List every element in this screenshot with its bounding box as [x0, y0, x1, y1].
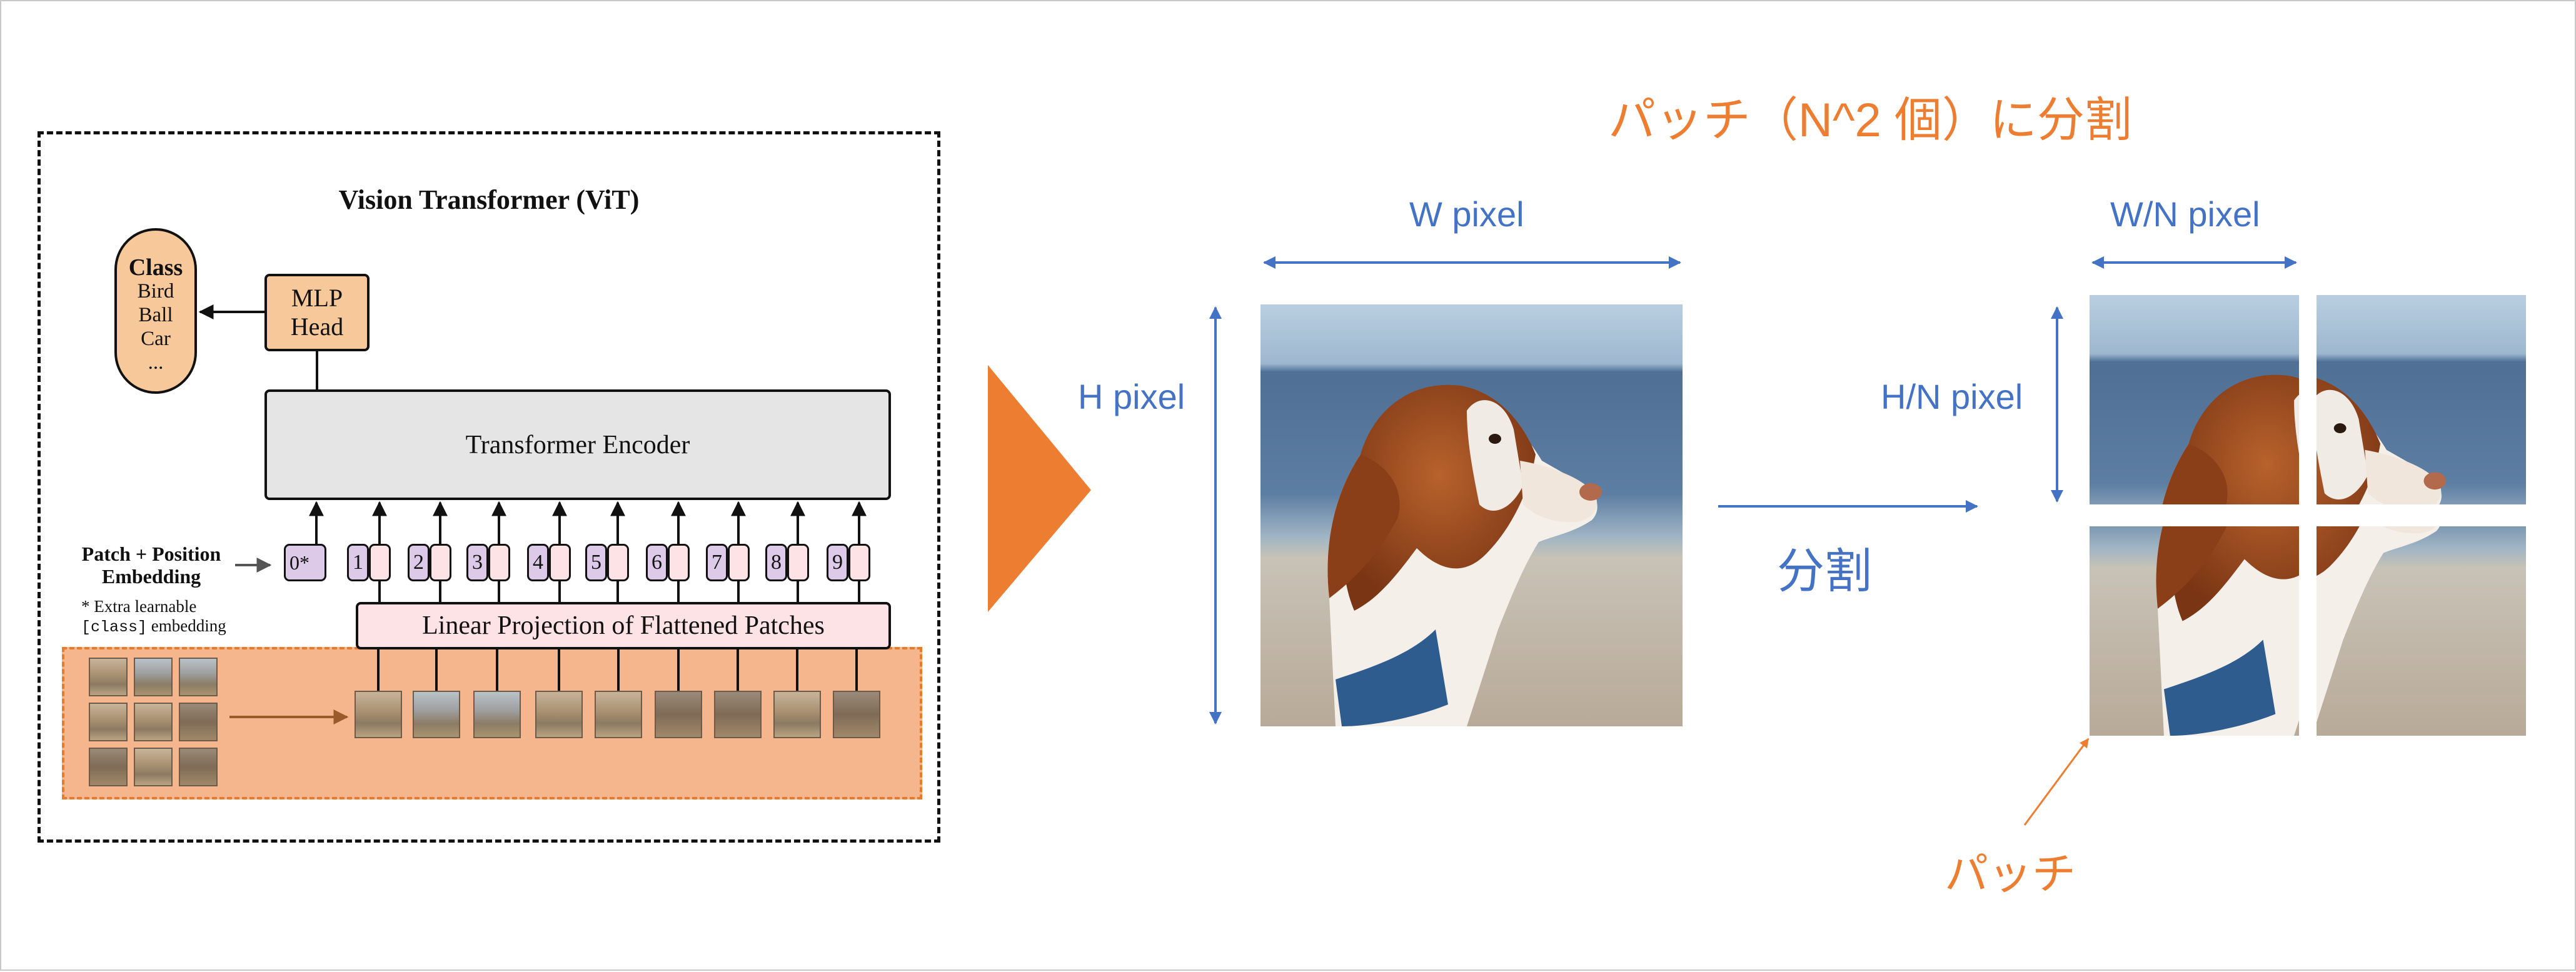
flattened-patch-9 [833, 691, 880, 738]
flattened-patch-1 [355, 691, 402, 738]
width-label: W pixel [1409, 194, 1524, 234]
linear-projection-label: Linear Projection of Flattened Patches [422, 611, 825, 640]
extra-note-line2: [class] embedding [81, 616, 226, 637]
token-index-0: 0* [284, 544, 326, 581]
patch-top-left-image [2090, 295, 2299, 504]
token-embedding-1 [369, 544, 391, 581]
token-embedding-7 [728, 544, 750, 581]
class-item-ball: Ball [138, 304, 173, 326]
token-index-6: 6 [646, 544, 668, 581]
grid-patch [89, 748, 128, 786]
vit-connectors [198, 304, 867, 724]
flattened-patch-6 [655, 691, 702, 738]
patch-width-label: W/N pixel [2110, 194, 2260, 234]
grid-patch [179, 748, 218, 786]
patch-top-left [2090, 295, 2299, 504]
flattened-patch-2 [413, 691, 460, 738]
token-index-2: 2 [408, 544, 430, 581]
patch-bottom-right [2317, 526, 2526, 736]
grid-patch [134, 658, 173, 696]
patch-bottom-left [2090, 526, 2299, 736]
patch-bottom-right-image [2317, 526, 2526, 736]
mlp-head-box: MLP Head [264, 274, 370, 351]
token-embedding-2 [430, 544, 451, 581]
token-embedding-9 [848, 544, 870, 581]
token-embedding-8 [787, 544, 809, 581]
token-index-7: 7 [706, 544, 728, 581]
extra-note-suffix: embedding [147, 616, 226, 635]
dog-photo-illustration [1260, 304, 1683, 726]
token-embedding-5 [607, 544, 629, 581]
flattened-patch-3 [473, 691, 521, 738]
token-embedding-6 [668, 544, 690, 581]
flattened-patch-5 [595, 691, 642, 738]
patch-to-projection-lines [377, 649, 858, 691]
extra-note-line1: * Extra learnable [81, 597, 197, 616]
class-item-bird: Bird [137, 280, 174, 303]
vit-title: Vision Transformer (ViT) [338, 184, 640, 215]
transition-arrow [988, 365, 1091, 612]
patch-position-line2: Embedding [101, 565, 201, 588]
extra-note-code: [class] [81, 618, 148, 636]
class-item-car: Car [141, 328, 171, 350]
token-embedding-3 [488, 544, 510, 581]
patch-height-label: H/N pixel [1881, 377, 2023, 416]
grid-patch [134, 748, 173, 786]
token-index-8: 8 [765, 544, 787, 581]
split-title: パッチ（N^2 個）に分割 [1608, 94, 2132, 147]
extra-learnable-note: * Extra learnable [class] embedding [81, 597, 226, 637]
mlp-head-line1: MLP [291, 284, 343, 312]
class-title: Class [128, 254, 183, 281]
split-label: 分割 [1777, 545, 1872, 598]
grid-patch [179, 658, 218, 696]
patch-bottom-left-image [2090, 526, 2299, 736]
transformer-encoder-label: Transformer Encoder [465, 430, 690, 459]
height-label: H pixel [1078, 377, 1185, 416]
patch-top-right [2317, 295, 2526, 504]
token-index-3: 3 [466, 544, 488, 581]
patch-pointer-arrow [2023, 738, 2090, 826]
grid-patch [134, 703, 173, 741]
token-to-encoder-arrows [309, 501, 867, 544]
class-output-box: Class Bird Ball Car ... [114, 228, 197, 394]
patch-position-embedding-label: Patch + Position Embedding [70, 543, 233, 588]
dog-image-full [1260, 304, 1683, 726]
patch-label: パッチ [1945, 849, 2076, 898]
grid-patch [89, 703, 128, 741]
token-index-9: 9 [827, 544, 848, 581]
mlp-head-line2: Head [290, 313, 344, 341]
token-index-5: 5 [585, 544, 607, 581]
flattened-patch-7 [714, 691, 762, 738]
patch-position-line1: Patch + Position [81, 543, 221, 565]
grid-patch [89, 658, 128, 696]
linear-projection-box: Linear Projection of Flattened Patches [356, 602, 891, 649]
grid-patch [179, 703, 218, 741]
token-embedding-4 [549, 544, 571, 581]
token-index-1: 1 [347, 544, 369, 581]
flattened-patch-8 [773, 691, 821, 738]
vit-figure-frame [38, 131, 940, 843]
patch-top-right-image [2317, 295, 2526, 504]
input-image-grid [89, 658, 221, 786]
projection-to-token-lines [378, 581, 860, 602]
transformer-encoder-box: Transformer Encoder [264, 389, 891, 500]
flattened-patch-4 [535, 691, 583, 738]
class-item-ellipsis: ... [148, 351, 164, 374]
token-index-4: 4 [527, 544, 549, 581]
